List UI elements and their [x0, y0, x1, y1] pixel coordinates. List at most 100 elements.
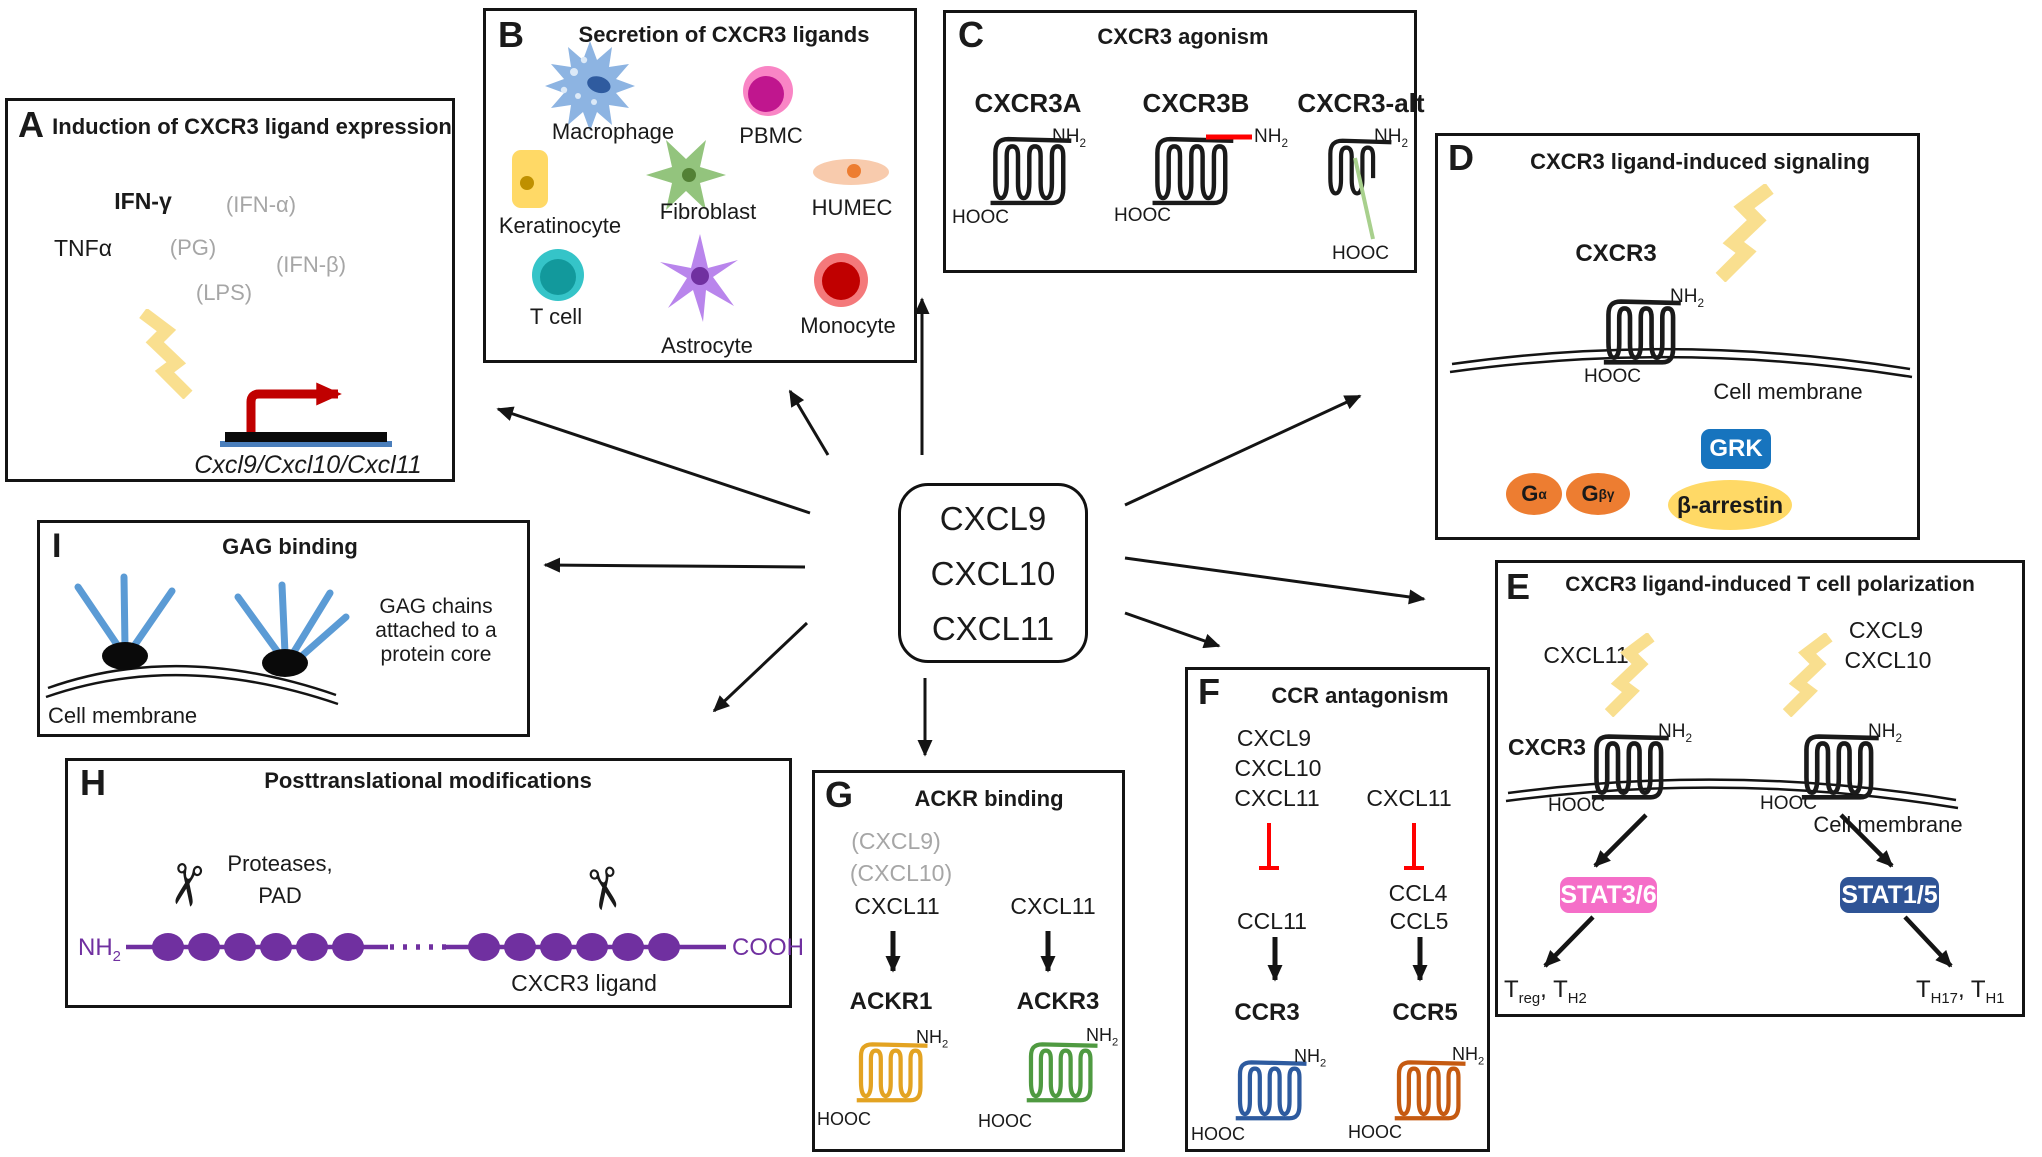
- gene-name-label: Cxcl9/Cxcl10/Cxcl11: [194, 451, 422, 479]
- label-cxcl10: CXCL10: [1844, 647, 1932, 673]
- hooc-label-cxcr3-alt: HOOC: [1332, 243, 1389, 264]
- label-cxcl9: CXCL9: [1848, 617, 1924, 643]
- gag-graphic: [45, 573, 350, 706]
- hooc-label-ackr1: HOOC: [817, 1109, 871, 1129]
- panel-e-title: CXCR3 ligand-induced T cell polarization: [1565, 573, 1975, 596]
- arrow-to-panel-e: [1124, 556, 1426, 605]
- pbmc-shape: [743, 66, 793, 116]
- panel-e: E CXCR3 ligand-induced T cell polarizati…: [1495, 560, 2025, 1017]
- panel-b-title: Secretion of CXCR3 ligands: [578, 22, 870, 47]
- cell-membrane-label: Cell membrane: [1713, 379, 1863, 404]
- gag-annotation-3: protein core: [380, 643, 492, 666]
- binding-arrows: [1267, 937, 1428, 982]
- label-cxcr3: CXCR3: [1508, 734, 1586, 760]
- promoter-underline: [220, 441, 392, 447]
- nh2-label-cxcr3-alt: NH2: [1374, 126, 1408, 150]
- gag-chains: [74, 573, 350, 665]
- arrow-to-panel-h: [712, 621, 809, 713]
- label-pad: PAD: [258, 883, 302, 908]
- label-ackr1: ACKR1: [849, 988, 933, 1015]
- label-lps: (LPS): [195, 280, 253, 305]
- nh2-label-right: NH2: [1868, 721, 1902, 745]
- peptide-chain-graphic: [126, 933, 726, 961]
- nh2-label-left: NH2: [1658, 721, 1692, 745]
- label-ccr3: CCR3: [1234, 999, 1300, 1026]
- hooc-label-ackr3: HOOC: [978, 1111, 1032, 1131]
- panel-f: F CCR antagonism CXCL9 CXCL10 CXCL11 CXC…: [1185, 667, 1490, 1152]
- panel-c-letter: C: [958, 14, 984, 55]
- panel-f-title: CCR antagonism: [1271, 683, 1449, 708]
- protein-core-left: [102, 642, 148, 670]
- label-tnf-alpha: TNFα: [53, 235, 113, 261]
- polarization-arrows: [1543, 813, 1953, 968]
- antagonism-arrows: [1259, 823, 1428, 982]
- hooc-label-right: HOOC: [1760, 793, 1817, 814]
- panel-a: A Induction of CXCR3 ligand expression I…: [5, 98, 455, 482]
- nh2-label-ackr1: NH2: [916, 1027, 949, 1051]
- membrane-layer: [1505, 778, 1959, 968]
- label-monocyte: Monocyte: [800, 313, 896, 338]
- t-cell-shape: [532, 249, 584, 301]
- outcome-treg-th2: Treg, TH2: [1504, 976, 1587, 1007]
- panel-c-title: CXCR3 agonism: [1097, 24, 1269, 49]
- label-ccl11: CCL11: [1237, 908, 1307, 934]
- hooc-label-left: HOOC: [1548, 795, 1605, 816]
- label-fibroblast: Fibroblast: [659, 199, 757, 224]
- ligand-cxcl10: CXCL10: [930, 554, 1056, 592]
- label-ackr3: ACKR3: [1016, 988, 1100, 1015]
- membrane-arc-inner: [1449, 355, 1913, 379]
- nh2-label-ccr3: NH2: [1294, 1046, 1327, 1070]
- protein-core-right: [262, 649, 308, 677]
- membrane-layer: [1449, 347, 1913, 379]
- panel-d-letter: D: [1448, 137, 1474, 178]
- amino-acid-beads: [152, 933, 680, 961]
- cell-membrane-label: Cell membrane: [48, 703, 198, 728]
- panel-h: H Posttranslational modifications ✂ ✂ Pr…: [65, 758, 804, 1008]
- label-keratinocyte: Keratinocyte: [498, 213, 622, 238]
- gene-promoter-graphic: [220, 382, 392, 447]
- membrane-arcs: [45, 664, 339, 706]
- label-cxcl9: CXCL9: [1236, 725, 1312, 751]
- ligand-cxcl9: CXCL9: [939, 499, 1047, 537]
- label-astrocyte: Astrocyte: [661, 333, 753, 358]
- panel-b: B Secretion of CXCR3 ligands: [483, 8, 917, 363]
- label-humec: HUMEC: [811, 195, 893, 220]
- label-ifn-beta: (IFN-β): [275, 252, 347, 277]
- label-cxcl11-left: CXCL11: [854, 893, 940, 919]
- binding-arrows: [885, 931, 1056, 973]
- label-cxcr3: CXCR3: [1575, 240, 1657, 267]
- label-ccr5: CCR5: [1392, 999, 1458, 1026]
- central-ligand-box: CXCL9 CXCL10 CXCL11: [898, 483, 1088, 663]
- label-ifn-alpha: (IFN-α): [225, 192, 297, 217]
- panel-a-letter: A: [18, 104, 44, 145]
- panel-i-letter: I: [52, 527, 62, 565]
- panel-i: I GAG binding GAG chains attached to a p…: [37, 520, 530, 737]
- label-cxcr3-alt: CXCR3-alt: [1297, 88, 1425, 118]
- panel-g-title: ACKR binding: [914, 786, 1064, 811]
- panel-f-letter: F: [1198, 671, 1220, 712]
- chain-label: CXCR3 ligand: [511, 970, 657, 996]
- gag-annotation-1: GAG chains: [379, 595, 493, 618]
- panel-h-letter: H: [80, 762, 106, 803]
- arrow-to-panel-a: [496, 406, 811, 515]
- label-cxcl11: CXCL11: [1234, 785, 1320, 811]
- astrocyte-shape: [660, 234, 738, 322]
- panel-g-letter: G: [825, 774, 854, 815]
- cxcr3-alt-green-tail: [1353, 157, 1375, 240]
- keratinocyte-shape: [512, 150, 548, 208]
- inhibition-tbars: [1259, 823, 1424, 870]
- label-proteases: Proteases,: [227, 851, 333, 876]
- panel-d: D CXCR3 ligand-induced signaling CXCR3 N…: [1435, 133, 1920, 540]
- label-pg: (PG): [169, 235, 217, 260]
- panel-c-extras: [1206, 134, 1375, 240]
- panel-g: G ACKR binding (CXCL9) (CXCL10) CXCL11 C…: [812, 770, 1125, 1152]
- label-cxcr3b: CXCR3B: [1142, 88, 1250, 118]
- gag-annotation-2: attached to a: [375, 619, 497, 642]
- panel-c: C CXCR3 agonism CXCR3A CXCR3B CXCR3-alt …: [943, 10, 1425, 273]
- humec-shape: [813, 159, 889, 185]
- stat15-badge: STAT1/5: [1840, 877, 1939, 913]
- nh2-label-cxcr3b: NH2: [1254, 126, 1288, 150]
